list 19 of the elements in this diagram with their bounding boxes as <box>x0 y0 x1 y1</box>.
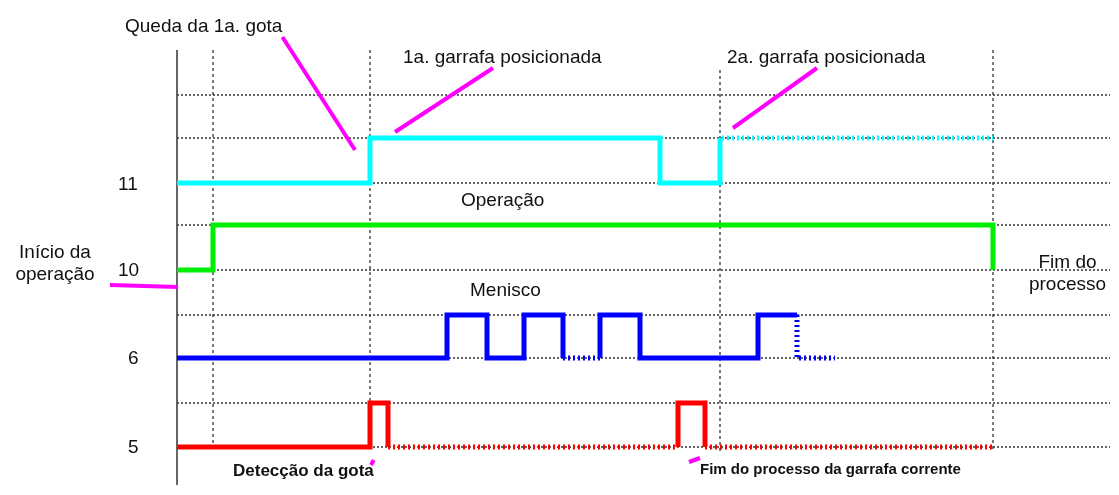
annotation-text: 1a. garrafa posicionada <box>403 46 602 68</box>
annotation-text: Início da operação <box>0 241 110 285</box>
signal-name: Menisco <box>470 279 541 301</box>
axis-value: 6 <box>128 347 139 369</box>
axis-value: 11 <box>118 173 138 195</box>
leader-line <box>280 35 357 152</box>
leader-line <box>731 66 819 130</box>
leader-line <box>688 456 701 464</box>
annotation-text: Queda da 1a. gota <box>125 15 283 37</box>
signal-name: Operação <box>461 189 545 211</box>
annotation-text: Detecção da gota <box>233 460 374 482</box>
axis-value: 5 <box>128 436 139 458</box>
leader-line <box>393 66 495 134</box>
annotation-text: Fim do processo <box>1027 251 1108 295</box>
annotation-text: 2a. garrafa posicionada <box>727 46 926 68</box>
leader-line <box>109 283 179 289</box>
annotation-text: Fim do processo da garrafa corrente <box>700 458 961 480</box>
leader-line <box>369 459 376 466</box>
axis-value: 10 <box>118 259 140 281</box>
